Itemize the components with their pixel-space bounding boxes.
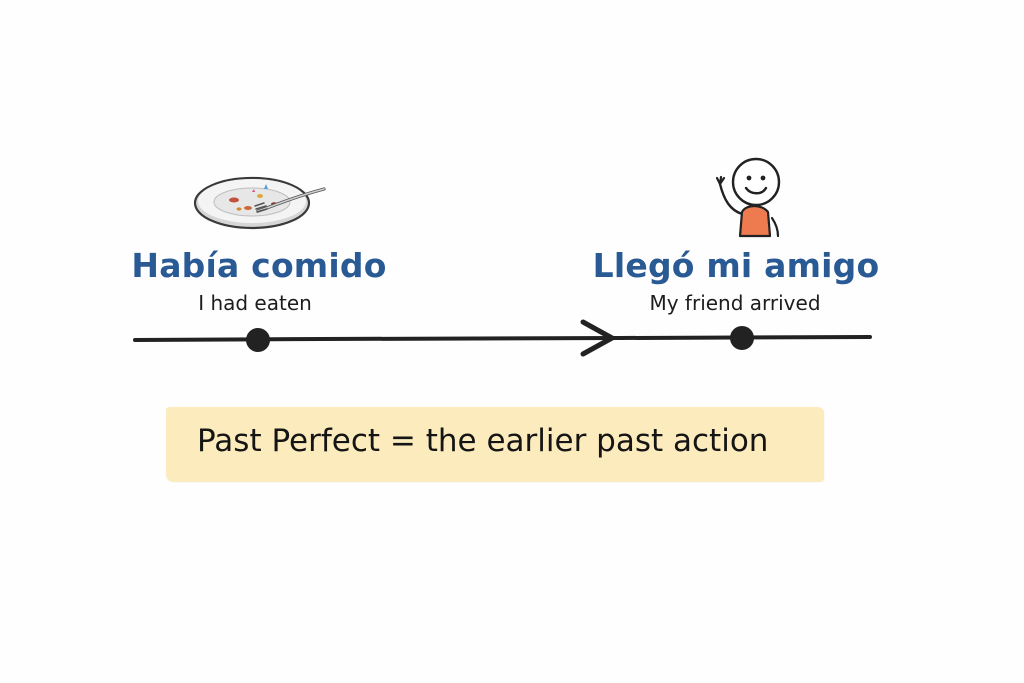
arrow-right-icon: [580, 319, 615, 357]
event-spanish-label-later: Llegó mi amigo: [592, 246, 880, 285]
event-dot-later: [730, 326, 754, 350]
waving-friend-icon: [715, 157, 781, 238]
summary-highlight: Past Perfect = the earlier past action: [166, 407, 824, 482]
event-dot-earlier: [246, 328, 270, 352]
event-english-label-earlier: I had eaten: [198, 291, 312, 315]
timeline-line: [133, 335, 872, 342]
event-spanish-label-earlier: Había comido: [131, 246, 387, 285]
plate-with-fork-icon: [193, 176, 326, 230]
event-english-label-later: My friend arrived: [649, 291, 821, 315]
summary-text: Past Perfect = the earlier past action: [197, 423, 769, 459]
